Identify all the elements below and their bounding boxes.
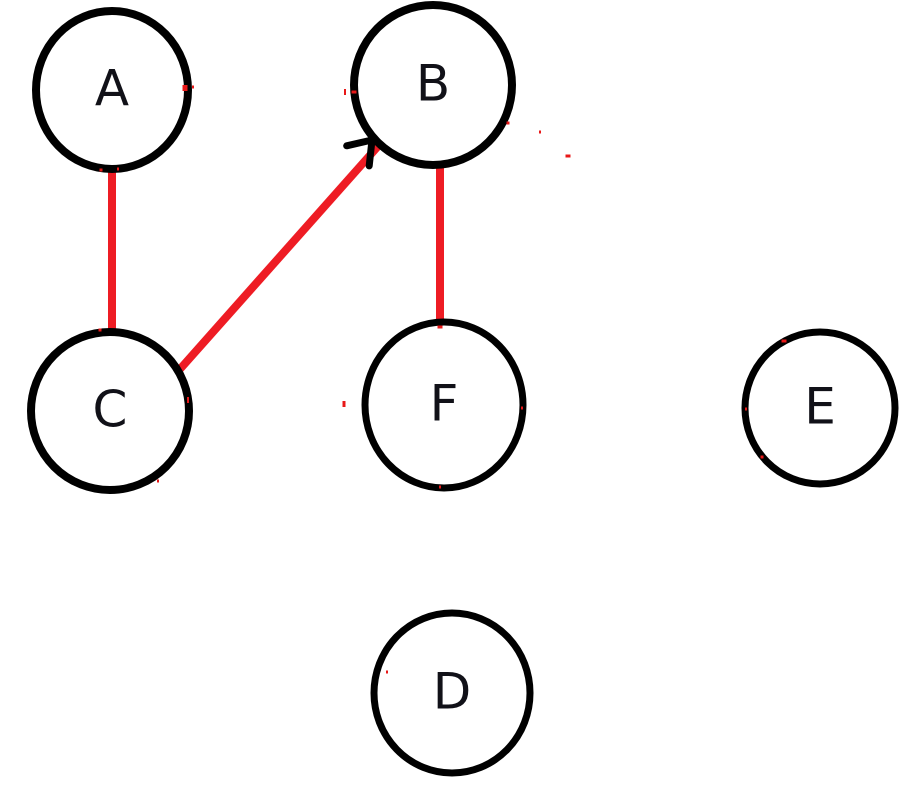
scan-speck [351,90,357,94]
scan-speck [565,154,571,158]
node-c-label: C [93,381,128,439]
node-b-circle[interactable] [350,1,516,169]
scan-speck [539,130,541,134]
node-e[interactable]: E [741,328,899,488]
scan-speck [342,401,346,407]
scan-speck [439,485,441,489]
node-c-circle[interactable] [27,328,193,494]
node-d-circle[interactable] [370,609,534,777]
node-f-circle[interactable] [361,318,527,492]
node-d-label: D [433,663,472,721]
edge-layer [108,141,444,380]
scan-speck [98,328,102,332]
node-b-label: B [416,55,450,113]
node-b[interactable]: B [350,1,516,169]
node-d[interactable]: D [370,609,534,777]
scan-speck [745,407,747,411]
scan-speck [760,455,764,459]
scan-speck [182,85,188,91]
scan-speck [781,339,787,343]
scan-speck [187,397,189,403]
scan-speck [99,168,103,172]
scan-speck [192,85,194,89]
node-a-label: A [95,60,129,118]
node-layer: A B C F E D [27,1,899,777]
scan-speck [506,121,510,125]
scan-speck [521,406,523,410]
node-c[interactable]: C [27,328,193,494]
node-a-circle[interactable] [32,7,192,173]
edge-c-b[interactable] [170,141,383,380]
node-e-label: E [804,378,836,436]
scan-speck [117,167,119,171]
scan-speck [344,89,346,95]
node-f-label: F [430,375,459,433]
scan-speck [157,479,159,483]
speck-layer [98,85,787,674]
node-f[interactable]: F [361,318,527,492]
node-a[interactable]: A [32,7,192,173]
scan-speck [437,325,443,329]
scan-speck [386,670,388,674]
